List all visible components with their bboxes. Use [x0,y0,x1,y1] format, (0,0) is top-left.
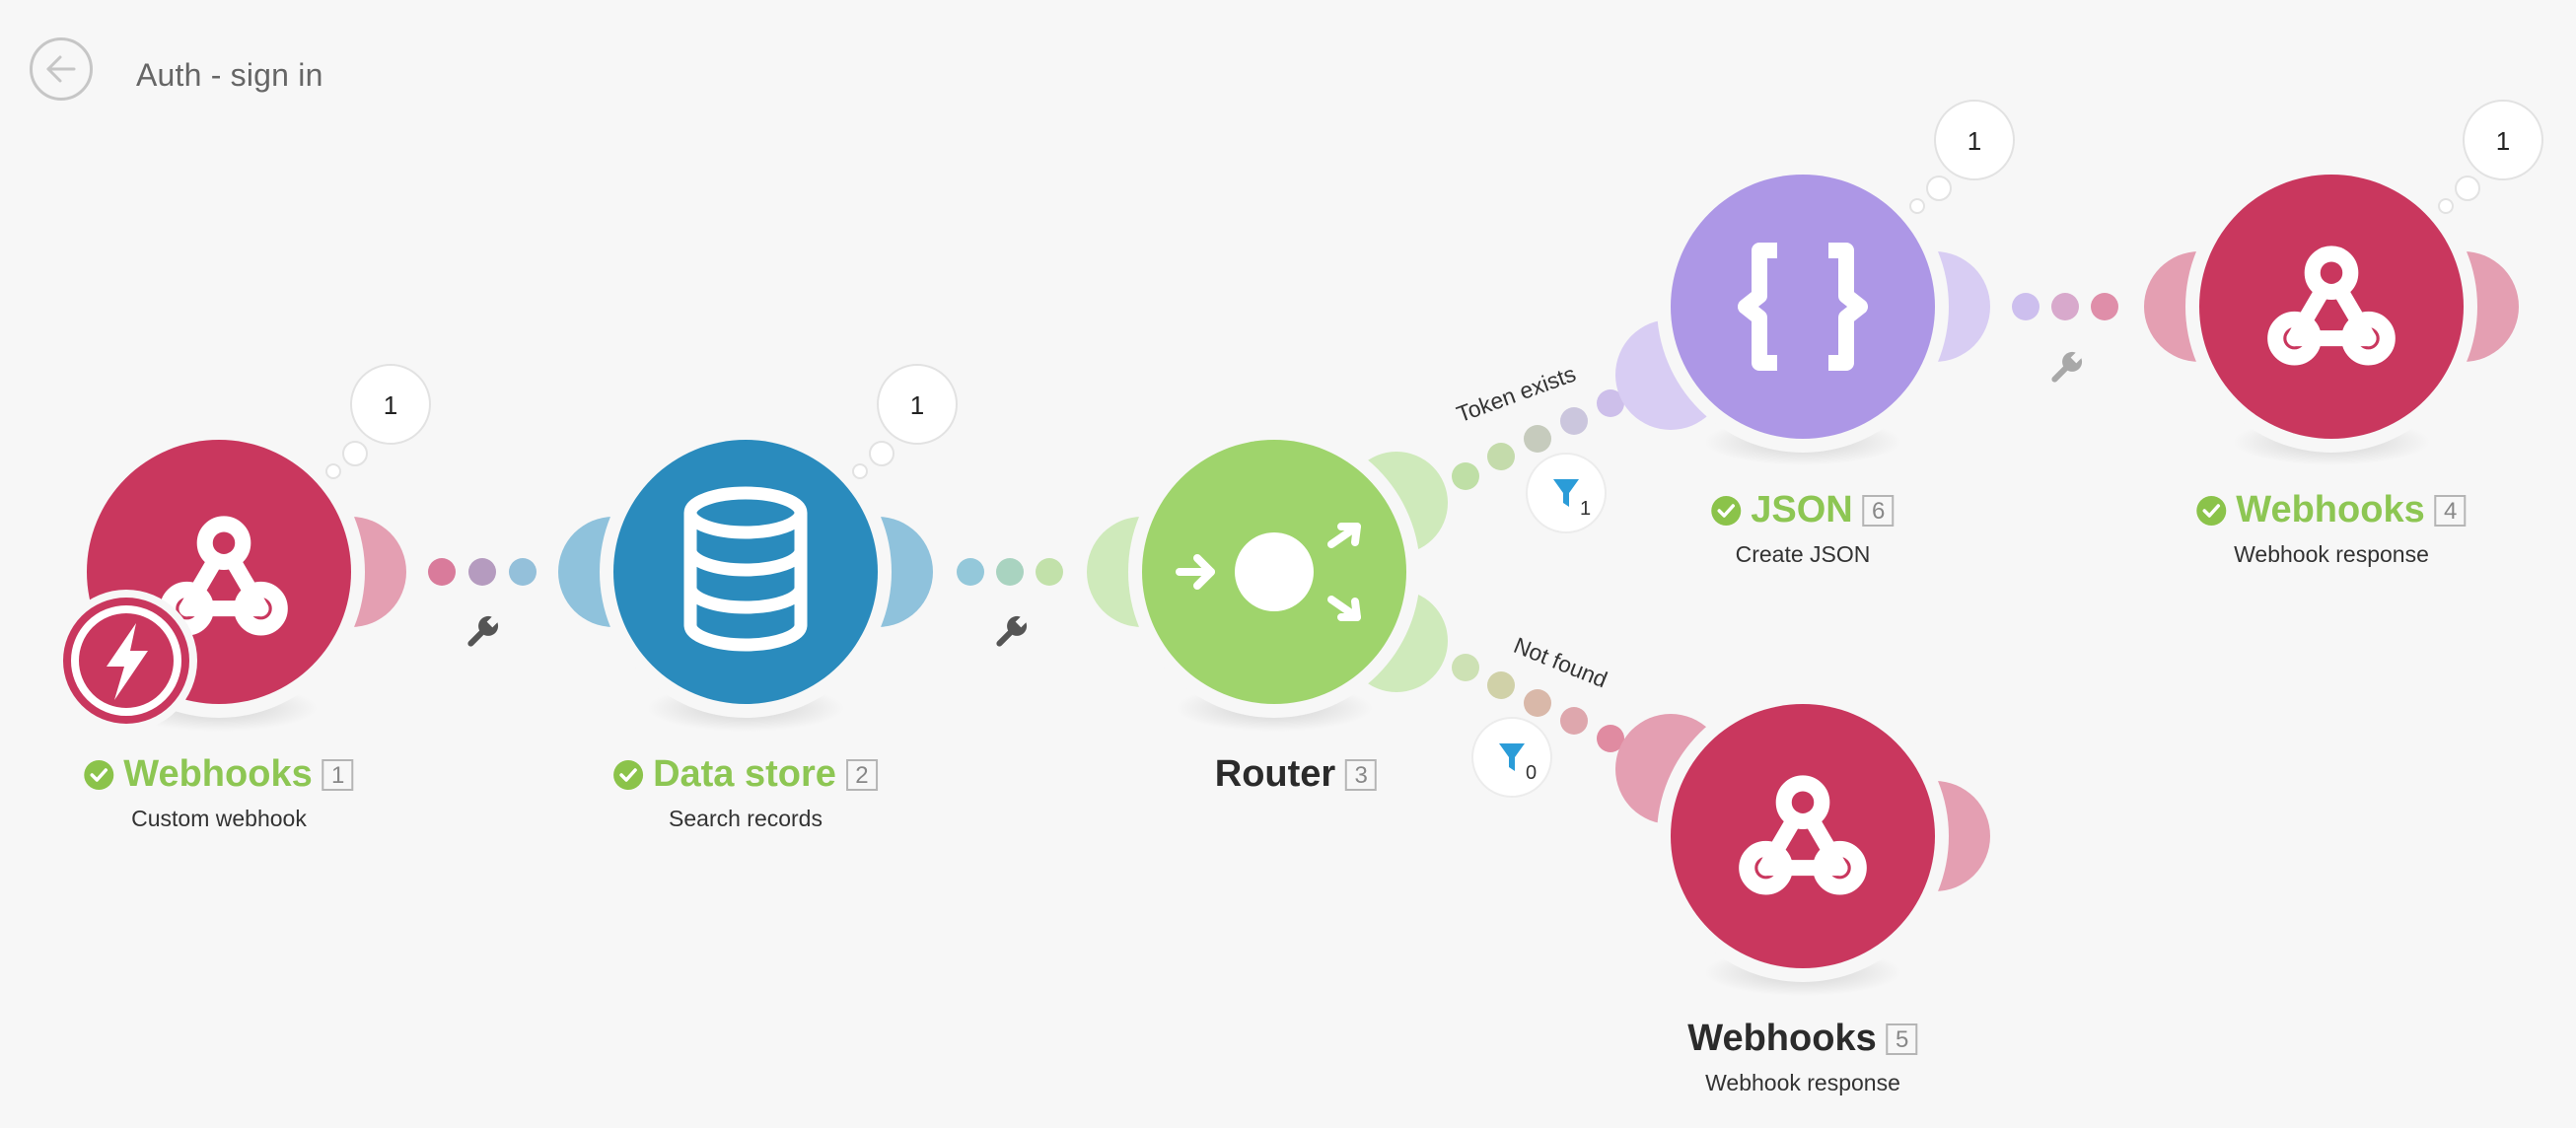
filter-token-exists[interactable]: 1 [1526,453,1607,533]
module-label-1: Webhooks 1 Custom webhook [84,753,354,832]
module-name: Webhooks [2236,489,2425,530]
filter-icon [1499,743,1525,771]
scenario-title: Auth - sign in [136,57,323,93]
filter-count: 1 [1580,498,1591,520]
module-name: Webhooks [123,753,313,795]
module-label-4: Webhooks 4 Webhook response [2196,489,2467,568]
success-check-icon [1711,495,1742,526]
route-token-exists[interactable] [1452,389,1624,490]
module-subtitle: Search records [669,806,823,831]
success-check-icon [2196,495,2227,526]
operation-bubble[interactable]: 1 [852,364,958,479]
json-braces-icon [1738,243,1868,371]
arrow-left-icon [46,55,76,83]
module-number: 3 [1345,758,1378,791]
module-name: Webhooks [1687,1018,1877,1059]
connection-json-webhooks[interactable] [2012,293,2118,320]
module-number: 6 [1862,494,1895,527]
module-number: 5 [1886,1022,1918,1055]
wrench-icon[interactable] [990,610,1032,652]
module-name: Data store [653,753,836,795]
back-button[interactable] [30,37,93,101]
filter-not-found[interactable]: 0 [1471,717,1552,798]
wrench-icon[interactable] [462,610,503,652]
module-data-store-search-records[interactable]: 1 [558,364,958,732]
module-number: 2 [845,758,878,791]
module-number: 1 [322,758,354,791]
module-name: JSON [1751,489,1853,530]
module-subtitle: Webhook response [1705,1070,1900,1095]
module-webhooks-response-4[interactable]: 1 [2144,100,2543,465]
filter-icon [1553,479,1579,507]
operation-count: 1 [384,390,397,420]
database-icon [683,486,808,652]
connection-webhooks-datastore[interactable] [428,558,537,586]
success-check-icon [84,759,114,790]
operation-count: 1 [2496,126,2510,156]
connection-datastore-router[interactable] [957,558,1063,586]
module-name: Router [1214,753,1336,795]
wrench-icon[interactable] [2045,346,2087,388]
connections [428,293,2118,752]
module-label-6: JSON 6 Create JSON [1711,489,1895,568]
module-label-2: Data store 2 Search records [613,753,878,832]
operation-count: 1 [910,390,924,420]
operation-bubble[interactable]: 1 [2438,100,2543,214]
operation-bubble[interactable]: 1 [1909,100,2015,214]
module-subtitle: Create JSON [1735,541,1871,567]
route-not-found[interactable] [1452,654,1624,752]
module-subtitle: Webhook response [2234,541,2429,567]
router-icon [1176,523,1361,621]
module-label-5: Webhooks 5 Webhook response [1687,1018,1918,1096]
module-webhooks-custom-webhook[interactable]: 1 [55,364,431,732]
module-webhooks-response-5[interactable] [1615,690,1990,996]
operation-bubble[interactable]: 1 [325,364,431,479]
module-json-create-json[interactable]: 1 [1615,100,2015,465]
success-check-icon [613,759,644,790]
filter-count: 0 [1526,762,1537,784]
operation-count: 1 [1968,126,1981,156]
module-router[interactable] [1087,426,1448,732]
module-label-3: Router 3 [1214,753,1378,796]
module-subtitle: Custom webhook [131,806,307,831]
module-number: 4 [2434,494,2467,527]
instant-trigger-badge [55,590,197,732]
lightning-icon [107,623,148,700]
